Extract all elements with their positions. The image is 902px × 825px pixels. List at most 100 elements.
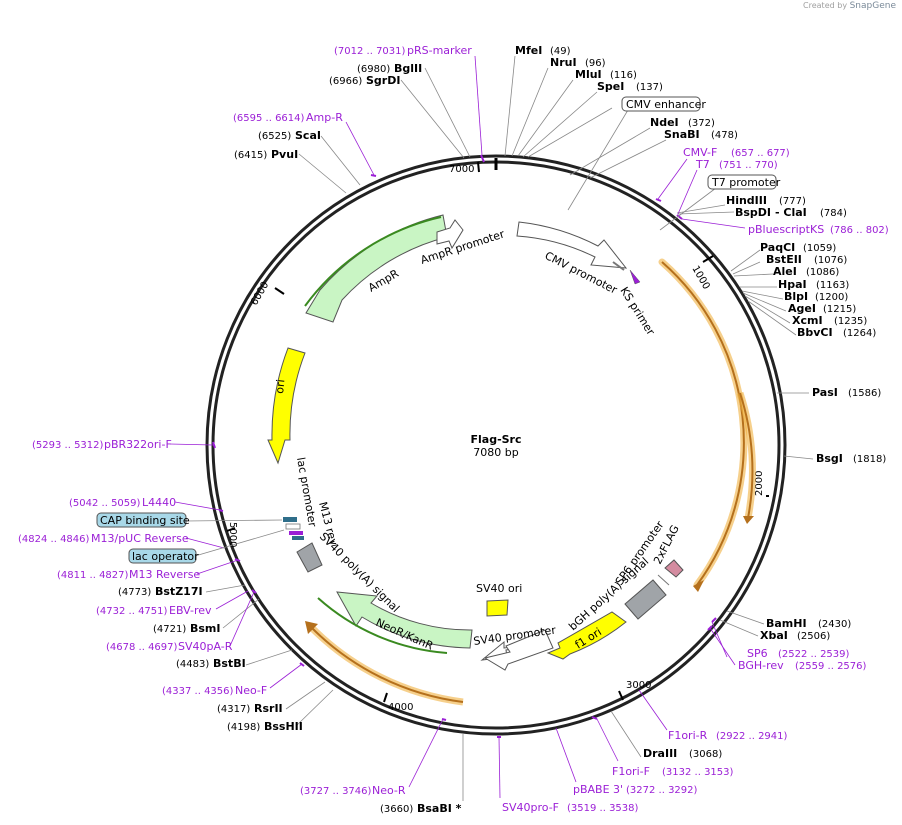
cmv-enhancer-box [621, 96, 701, 112]
primer-name: M13/pUC Reverse [91, 532, 189, 545]
primer-name: pRS-marker [407, 44, 472, 57]
primer-pos: (786 .. 802) [830, 225, 889, 236]
site-pos: (4721) [153, 624, 186, 635]
t7-promoter-label: T7 promoter [711, 176, 781, 189]
site-pos: (1163) [816, 280, 849, 291]
primer-pos: (2522 .. 2539) [778, 649, 850, 660]
site-pos: (3660) [380, 804, 413, 815]
orf-arrowhead [693, 580, 704, 592]
site-name: - ClaI [775, 206, 807, 219]
site-pos: (1818) [853, 454, 886, 465]
site-name: BstZ17I [155, 585, 203, 598]
site-pos: (137) [636, 82, 663, 93]
site-pos: (478) [711, 130, 738, 141]
site-pos: (4317) [217, 704, 250, 715]
primer-pos: (4732 .. 4751) [96, 606, 168, 617]
lac-promoter-mark [285, 523, 301, 530]
site-pos: (4198) [227, 722, 260, 733]
feature-label-sv40-ori: SV40 ori [476, 582, 522, 595]
site-name: BstBI [213, 657, 246, 670]
feature-label-ori: ori [273, 379, 287, 395]
site-pos: (49) [550, 46, 571, 57]
site-name: BsaBI * [417, 802, 462, 815]
site-name: BsgI [816, 452, 843, 465]
brand-name: SnapGene [849, 1, 896, 11]
primer-name: pBluescriptKS [748, 223, 824, 236]
sv40-ori-feature [486, 599, 509, 617]
orf-arc-src-core [661, 261, 745, 586]
primer-name: L4440 [142, 496, 176, 509]
primer-pos: (3132 .. 3153) [662, 767, 734, 778]
ampr-promoter-feature [436, 219, 464, 250]
tick-marks [226, 161, 769, 703]
neor-feature [336, 591, 473, 649]
primer-name: CMV-F [683, 146, 717, 159]
brand-prefix: Created by [803, 1, 848, 10]
bgh-polya-feature [624, 579, 667, 620]
primer-name: SV40pro-F [502, 801, 559, 814]
site-name: BamHI [766, 617, 807, 630]
primer-pos: (2559 .. 2576) [795, 661, 867, 672]
site-name: HpaI [778, 278, 807, 291]
t7-promoter-mark [612, 261, 625, 271]
site-pos: (6525) [258, 131, 291, 142]
cap-binding-site-mark [283, 517, 297, 522]
site-name: PasI [812, 386, 838, 399]
primer-pos: (6595 .. 6614) [233, 113, 305, 124]
primer-name: Neo-R [372, 784, 406, 797]
site-name: RsrII [254, 702, 283, 715]
plasmid-name: Flag-Src [470, 433, 521, 446]
site-pos: (372) [688, 118, 715, 129]
flag-feature [664, 559, 684, 578]
sv40-polya-feature [296, 542, 323, 573]
tick-label: 6000 [249, 280, 271, 308]
primer-pos: (3727 .. 3746) [300, 786, 372, 797]
primer-name: F1ori-F [612, 765, 650, 778]
site-name: SnaBI [664, 128, 700, 141]
site-name: PaqCI [760, 241, 795, 254]
primer-name: Neo-F [235, 684, 267, 697]
primer-marks [212, 154, 717, 738]
primer-name: SP6 [747, 647, 768, 660]
site-pos: (1200) [815, 292, 848, 303]
site-name: XbaI [760, 629, 788, 642]
lac-operator-mark [292, 536, 304, 540]
site-name: XcmI [792, 314, 823, 327]
site-name: MluI [575, 68, 602, 81]
site-pos: (4483) [176, 659, 209, 670]
orf-arrowhead [743, 516, 754, 524]
orf-arc-src2-core [739, 392, 754, 519]
primer-name: BGH-rev [738, 659, 784, 672]
f1-ori-feature [546, 611, 627, 660]
ks-primer-feature [629, 269, 641, 285]
primer-name: Amp-R [306, 111, 343, 124]
feature-label-ks-primer: KS primer [617, 285, 657, 338]
site-pos: (116) [610, 70, 637, 81]
orf-arc-neo-core [309, 625, 464, 703]
primer-leaders [169, 55, 746, 799]
site-pos: (1215) [823, 304, 856, 315]
site-pos: (784) [820, 208, 847, 219]
site-name: BlpI [784, 290, 808, 303]
primer-pos: (5042 .. 5059) [69, 498, 141, 509]
leader-lines [205, 55, 814, 801]
primer-pos: (3519 .. 3538) [567, 803, 639, 814]
site-pos: (1586) [848, 388, 881, 399]
primer-pos: (4678 .. 4697) [106, 642, 178, 653]
site-pos: (1076) [814, 255, 847, 266]
box-leaders [185, 109, 717, 557]
t7-promoter-box [707, 174, 777, 190]
site-pos: (2506) [797, 631, 830, 642]
primer-pos: (4824 .. 4846) [18, 534, 90, 545]
primer-pos: (657 .. 677) [731, 148, 790, 159]
site-name: BspDI [735, 206, 771, 219]
site-name: AgeI [788, 302, 816, 315]
tick-label: 7000 [449, 164, 474, 175]
site-pos: (1235) [834, 316, 867, 327]
site-name: HindIII [726, 194, 767, 207]
site-pos: (6415) [234, 150, 267, 161]
snapgene-brand: Created by SnapGene [803, 1, 896, 11]
sv40-promoter-arrow [483, 629, 554, 671]
site-name: NruI [550, 56, 577, 69]
